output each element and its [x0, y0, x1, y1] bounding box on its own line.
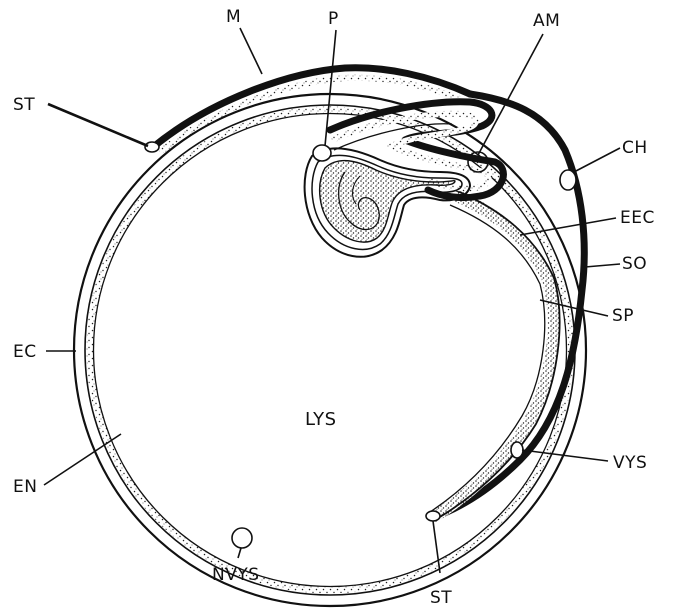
nvys-marker: [232, 528, 252, 548]
ch-marker: [560, 170, 576, 190]
label-so: SO: [622, 254, 647, 274]
label-en: EN: [13, 477, 37, 497]
vys-marker: [511, 442, 523, 458]
label-ch: CH: [622, 138, 648, 158]
st-bottom-marker: [426, 511, 440, 521]
p-marker: [313, 145, 331, 161]
label-nvys: NVYS: [212, 565, 260, 585]
label-am: AM: [533, 11, 560, 31]
label-m: M: [226, 7, 241, 27]
label-lys: LYS: [305, 409, 337, 430]
label-ec: EC: [13, 342, 37, 362]
label-sp: SP: [612, 306, 634, 326]
label-eec: EEC: [620, 208, 655, 228]
label-vys: VYS: [613, 453, 647, 473]
label-st-bottom: ST: [430, 588, 452, 608]
label-p: P: [328, 9, 339, 29]
label-st-top: ST: [13, 95, 35, 115]
